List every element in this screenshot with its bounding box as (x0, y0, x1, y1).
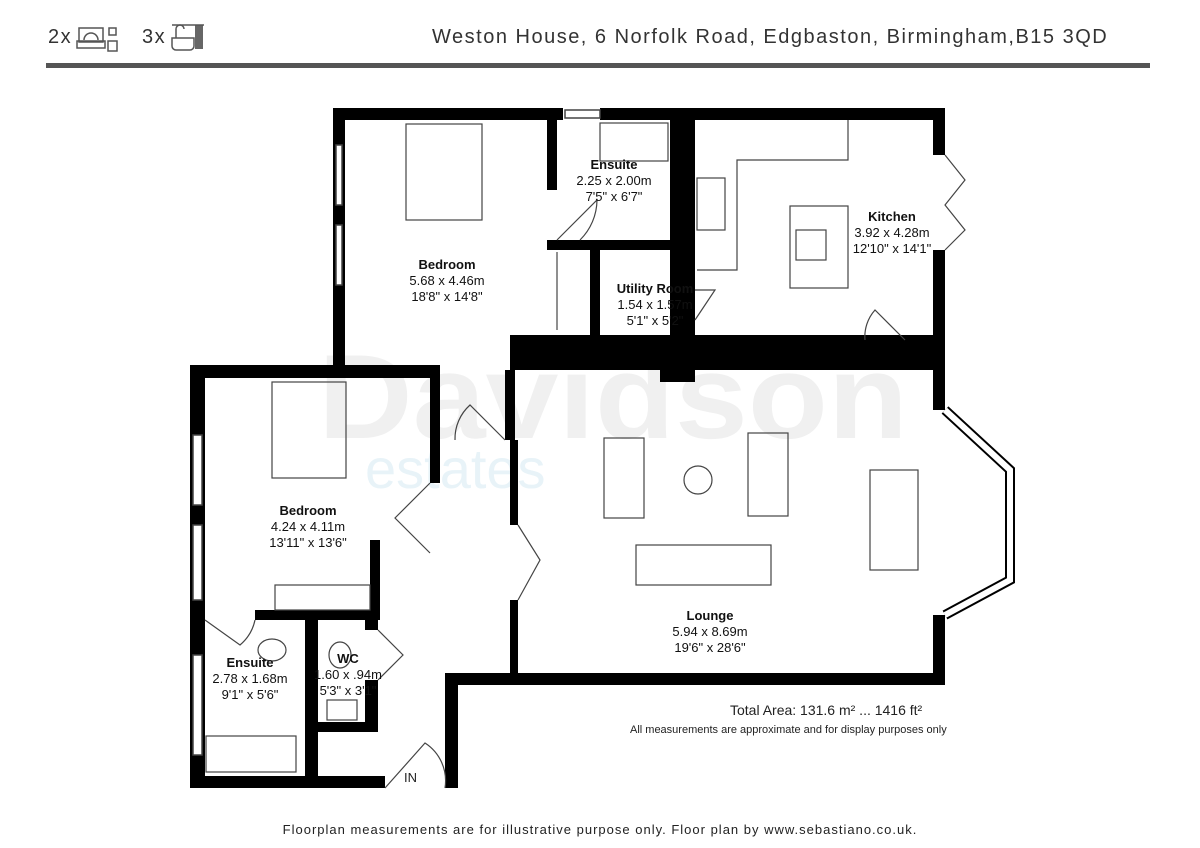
hob-icon (795, 229, 827, 261)
bedroom-count: 2x (48, 26, 73, 48)
property-address: Weston House, 6 Norfolk Road, Edgbaston,… (432, 26, 1109, 48)
toilet-icon (328, 641, 352, 669)
bath-icon (171, 24, 204, 51)
armchair-icon (603, 437, 645, 519)
footer-note: Floorplan measurements are for illustrat… (282, 822, 918, 837)
total-area: Total Area: 131.6 m² ... 1416 ft² (730, 702, 923, 718)
bathroom-count: 3x (142, 26, 167, 48)
shower-icon (599, 122, 669, 162)
sink-icon (696, 177, 726, 231)
measurement-disclaimer: All measurements are approximate and for… (630, 724, 947, 736)
windows (192, 109, 1015, 756)
watermark-logo-sub: estates (365, 437, 546, 500)
kitchen-island (789, 205, 849, 289)
armchair-icon (747, 432, 789, 517)
doors (204, 154, 966, 789)
double-bed-icon (271, 381, 347, 479)
sofa-icon (635, 544, 772, 586)
coffee-table-icon (683, 465, 713, 495)
sink-icon (326, 699, 358, 721)
walls (190, 108, 945, 788)
fixtures (205, 120, 919, 773)
header-divider (46, 63, 1150, 68)
wardrobe-icon (274, 584, 371, 611)
double-bed-icon (405, 123, 483, 221)
toilet-icon (257, 638, 287, 662)
bed-icon (76, 27, 118, 52)
bathtub-icon (205, 735, 297, 773)
entrance-label: IN (404, 770, 417, 785)
dining-table-icon (869, 469, 919, 571)
